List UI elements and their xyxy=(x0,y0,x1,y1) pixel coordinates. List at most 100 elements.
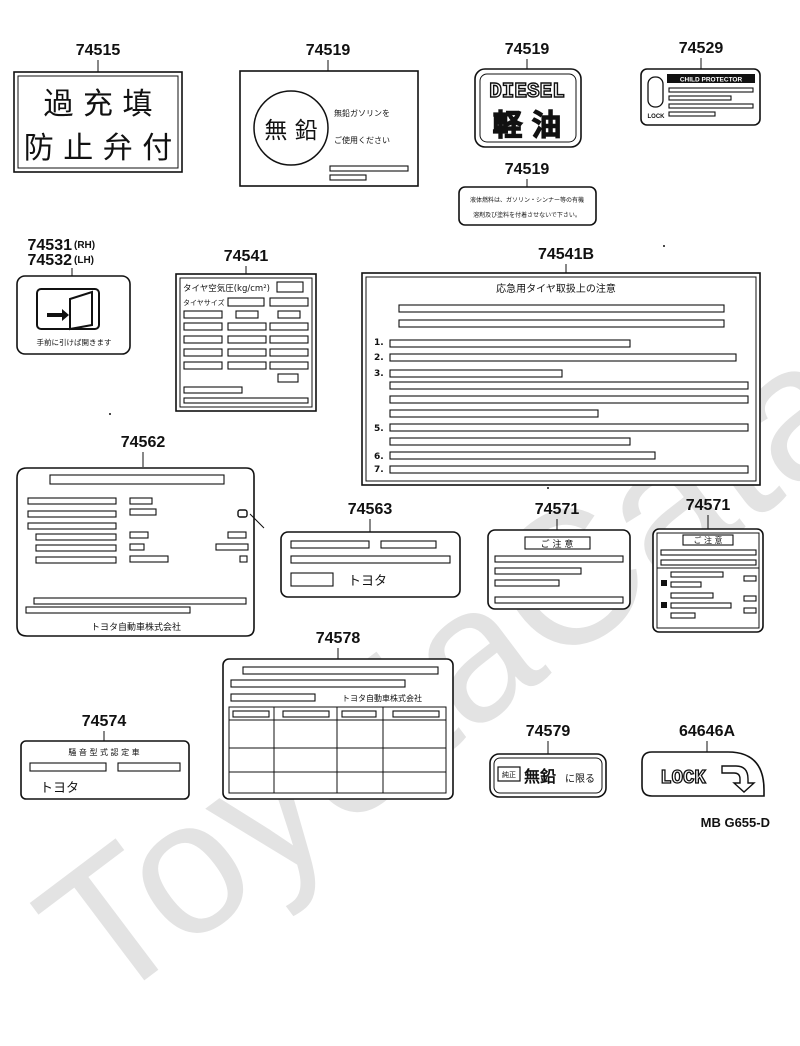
label-74562: 74562 トヨタ自動車株式会社 xyxy=(16,434,265,637)
text-bar xyxy=(389,339,631,348)
brand-text: トヨタ xyxy=(40,781,79,796)
text-bar xyxy=(380,540,437,549)
text-bar xyxy=(117,762,181,772)
label-74571-b: 74571 ご 注 意 xyxy=(652,497,764,633)
value-box xyxy=(227,297,265,307)
tire-size-text: タイヤサイズ xyxy=(183,298,225,307)
data-table xyxy=(228,706,447,794)
text-bar xyxy=(290,540,370,549)
text-bar xyxy=(494,555,624,563)
circle-text: 無 鉛 xyxy=(264,118,317,144)
turn-arrow-icon xyxy=(721,765,756,793)
label-text-line1: 無鉛ガソリンを xyxy=(334,108,390,118)
text-bar xyxy=(743,595,757,602)
label-outline xyxy=(641,751,765,797)
text-bar xyxy=(33,597,247,605)
text-bar xyxy=(389,409,599,418)
label-text-line1: 液体燃料は、ガソリン・シンナー等の有機 xyxy=(470,196,584,204)
bullet-mark xyxy=(661,602,667,608)
tag-lh: (LH) xyxy=(74,255,94,266)
diesel-text: DIESEL xyxy=(489,81,565,104)
text-bar xyxy=(668,111,716,117)
header-box xyxy=(682,534,734,546)
text-bar xyxy=(129,555,169,563)
handle-lever-icon xyxy=(69,290,93,331)
light-oil-text: 軽 油 xyxy=(493,108,561,142)
text-bar xyxy=(743,607,757,614)
part-number-74563: 74563 xyxy=(348,501,393,518)
genuine-text: 純正 xyxy=(502,770,516,779)
tag-rh: (RH) xyxy=(74,240,95,251)
text-bar xyxy=(227,531,247,539)
part-number-74579: 74579 xyxy=(526,723,571,740)
label-text-line2: 防 止 弁 付 xyxy=(24,131,173,166)
text-bar xyxy=(494,579,560,587)
part-number-74541B: 74541B xyxy=(538,246,594,263)
part-number-74541: 74541 xyxy=(224,248,269,265)
header-text: タイヤ空気圧(kg/cm²) xyxy=(183,283,270,294)
label-74515: 74515 過 充 填 防 止 弁 付 xyxy=(13,42,183,173)
part-number-74519: 74519 xyxy=(505,41,550,58)
text-bar xyxy=(743,575,757,582)
text-bar xyxy=(35,544,117,552)
label-inner-frame xyxy=(656,532,760,629)
text-bar xyxy=(129,508,157,516)
text-bar xyxy=(290,555,451,564)
label-74531-74532: 74531 (RH) 74532 (LH) 手前に引けば開きます xyxy=(16,237,131,355)
header-band xyxy=(667,74,755,83)
text-bar xyxy=(670,581,702,588)
label-text-line2: 溶剤及び塗料を付着させないで下さい。 xyxy=(473,211,581,219)
label-outline xyxy=(489,753,607,798)
text-bar xyxy=(389,395,749,404)
label-74578: 74578 トヨタ自動車株式会社 xyxy=(222,630,454,800)
part-number-74529: 74529 xyxy=(679,40,724,57)
label-outline xyxy=(458,186,597,226)
text-bar xyxy=(389,381,749,390)
text-bar xyxy=(389,423,749,432)
text-bar xyxy=(129,543,145,551)
label-74519-unleaded: 74519 無 鉛 無鉛ガソリンを ご使用ください xyxy=(239,42,419,187)
lock-knob-icon xyxy=(647,76,664,108)
label-inner-frame xyxy=(179,277,313,408)
label-74579: 74579 純正 無鉛 に限る xyxy=(489,723,607,798)
pressure-grid xyxy=(183,310,309,404)
text-bar xyxy=(25,606,191,614)
speck xyxy=(547,487,549,489)
value-box xyxy=(290,572,334,587)
reference-code: MB G655-D xyxy=(701,815,770,830)
caution-header: ご 注 意 xyxy=(541,538,574,550)
label-74529: 74529 CHILD PROTECTOR LOCK xyxy=(640,40,761,126)
certification-header: 騒 音 型 式 認 定 車 xyxy=(68,747,139,757)
part-number-74532: 74532 xyxy=(28,252,73,269)
text-bar xyxy=(329,174,367,181)
label-outline xyxy=(474,68,582,148)
part-number-74578: 74578 xyxy=(316,630,361,647)
only-text: に限る xyxy=(565,773,595,785)
speck xyxy=(109,413,111,415)
caution-header: ご 注 意 xyxy=(693,535,722,545)
clip-mark-icon xyxy=(237,509,248,518)
text-bar xyxy=(668,103,754,109)
maker-text: トヨタ自動車株式会社 xyxy=(91,621,181,633)
text-bar xyxy=(239,555,248,563)
label-74519-diesel: 74519 DIESEL 軽 油 xyxy=(474,41,582,148)
text-bar xyxy=(660,559,757,566)
text-bar xyxy=(389,451,656,460)
value-box xyxy=(276,281,304,293)
text-bar xyxy=(668,95,732,101)
maker-text: トヨタ自動車株式会社 xyxy=(342,693,422,703)
item-number-6: 6. xyxy=(374,452,384,462)
text-bar xyxy=(389,465,749,474)
label-inner-frame xyxy=(493,757,603,794)
text-bar xyxy=(398,319,725,328)
part-number-74562: 74562 xyxy=(121,434,166,451)
part-number-74519: 74519 xyxy=(306,42,351,59)
lock-text: LOCK xyxy=(660,767,706,789)
text-bar xyxy=(329,165,409,172)
label-74541B: 74541B 応急用タイヤ取扱上の注意 1. 2. 3. 5. 6. 7. xyxy=(361,246,761,486)
label-74563: 74563 トヨタ xyxy=(280,501,461,598)
part-number-74515: 74515 xyxy=(76,42,121,59)
header-text: CHILD PROTECTOR xyxy=(680,77,743,84)
label-text-line1: 過 充 填 xyxy=(43,87,152,122)
